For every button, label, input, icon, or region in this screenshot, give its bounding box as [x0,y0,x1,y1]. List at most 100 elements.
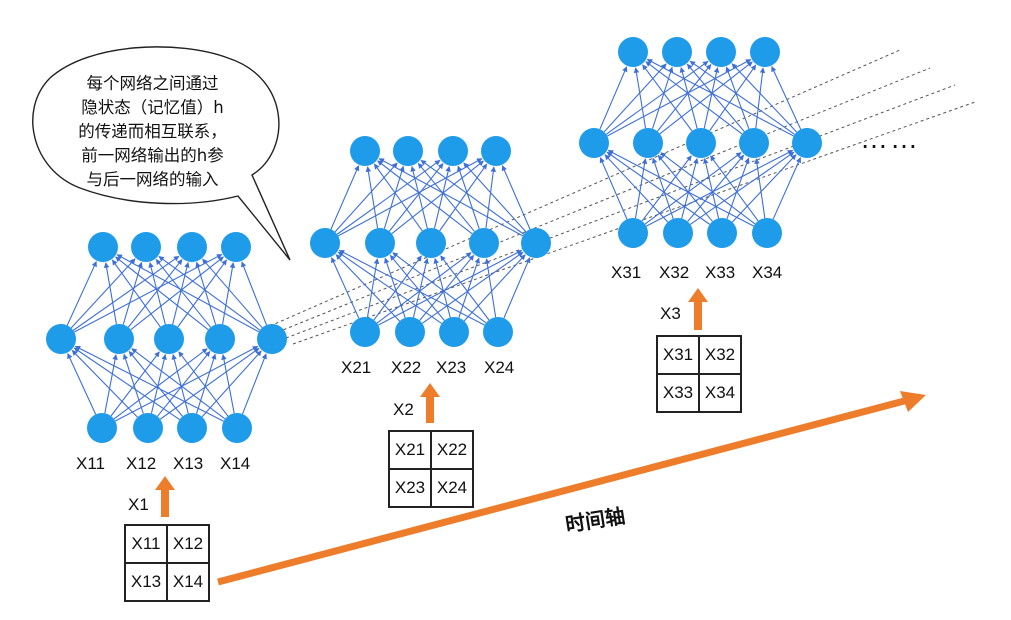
callout-line: 与后一网络的输入 [86,170,219,189]
connection-edge [150,354,167,414]
hidden-node [104,324,134,354]
input-node-label: X13 [173,454,204,473]
connection-edge [731,63,798,133]
connection-edge [440,255,490,321]
connection-edge [113,348,208,420]
connection-edge [391,160,484,235]
time-axis-arrow [217,391,926,586]
nodes [579,37,822,248]
connection-edge [389,254,445,321]
output-node [393,136,423,166]
hidden-node [739,128,769,158]
output-node [662,37,692,67]
connection-edge [148,261,166,325]
connection-edge [72,255,180,331]
connection-edge [377,160,473,235]
connection-edge [652,66,674,129]
input-node [350,317,380,347]
connection-edge [130,256,224,331]
speech-bubble [32,46,291,261]
output-node [706,37,736,67]
connection-edge [115,345,259,422]
connection-edge [771,66,802,130]
input-node [707,218,737,248]
connection-edge [421,251,524,324]
matrix-cell: X34 [699,374,741,412]
hidden-node [154,324,184,354]
connection-edge [603,63,667,133]
connection-edge [103,262,117,325]
connection-edge [376,252,472,324]
matrix-cell: X31 [657,336,699,374]
matrix-cell: X32 [699,336,741,374]
connection-edge [709,64,757,132]
input-arrow-shaft [694,300,702,330]
connection-edge [439,163,488,232]
connection-edge [201,350,262,418]
connection-edge [222,262,236,325]
connection-edge [410,165,428,229]
hidden-node [257,324,287,354]
matrix-cell: X11 [125,525,167,563]
hidden-node [46,324,76,354]
hidden-node [469,228,499,258]
connection-edge [607,149,754,227]
input-arrow-shaft [426,395,434,423]
input-arrows [155,288,708,517]
connection-edge [754,158,766,219]
connection-edge [420,159,525,235]
input-node-label: X31 [611,263,642,282]
input-arrow-head [688,288,708,302]
output-node [131,232,161,262]
connection-edge [388,163,444,232]
hidden-node [792,128,822,158]
connection-edge [159,347,260,420]
connection-edge [458,257,480,318]
input-node-label: X21 [341,358,372,377]
connection-edge [501,165,531,230]
connection-edge [599,66,628,130]
connection-edge [392,252,487,324]
connection-edge [412,258,429,318]
matrix-cell: X21 [389,431,431,469]
hidden-node [416,228,446,258]
input-node [177,413,207,443]
connection-edge [171,353,189,414]
connection-edge [104,354,118,414]
connection-edge [703,158,720,219]
connection-edge [457,165,480,229]
hidden-node [579,128,609,158]
input-matrix: X21 X22 X23 X24 [388,430,474,508]
input-label: X3 [660,304,681,323]
input-node-label: X11 [76,454,105,473]
connection-edge [657,154,713,222]
matrix-cell: X12 [167,525,209,563]
input-node [87,413,117,443]
connection-edge [378,249,523,326]
callout-line: 隐状态（记忆值）h [81,98,224,117]
edges [330,158,531,326]
connection-edge [157,351,211,417]
connection-edge [131,348,226,420]
connection-edge [484,258,497,318]
input-matrix: X31 X32 X33 X34 [656,335,742,413]
connection-edge [74,345,224,422]
connection-edge [417,162,475,232]
connection-edge [70,258,136,329]
connection-edge [681,157,699,219]
connection-edge [73,347,180,421]
connection-edge [110,351,160,417]
network-3 [579,37,822,248]
connection-edge [644,152,742,225]
input-node-label: X34 [752,263,783,282]
hidden-state-link [285,84,956,339]
connection-edge [772,157,802,220]
connection-edge [642,64,693,132]
connection-edge [725,66,750,130]
output-node [481,136,511,166]
connection-edge [689,60,796,135]
connection-edge [726,157,750,220]
output-node [221,232,251,262]
connection-edge [172,261,190,325]
